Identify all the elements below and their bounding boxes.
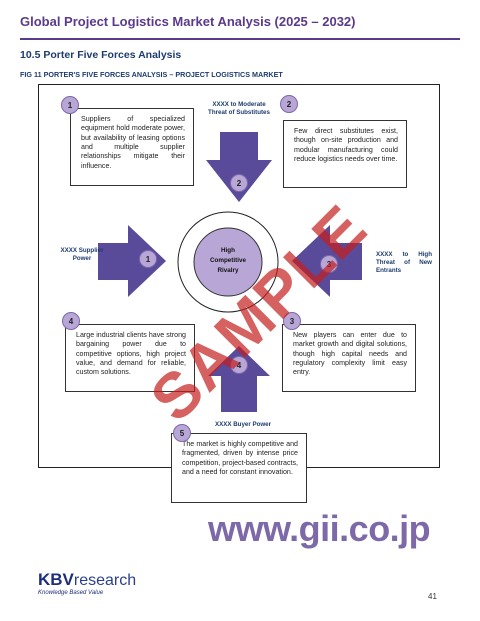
center-line-3: Rivalry [217, 266, 239, 274]
center-line-1: High [221, 247, 235, 254]
center-rivalry-label: High Competitive Rivalry [205, 246, 251, 275]
logo-suffix-text: research [73, 572, 137, 589]
title-divider [20, 38, 460, 40]
force-box-1-badge: 1 [61, 96, 79, 114]
arrow-badge-left: 1 [139, 250, 157, 268]
force-box-4-badge: 4 [62, 312, 80, 330]
outer-ring [177, 211, 279, 313]
figure-caption: FIG 11 PORTER'S FIVE FORCES ANALYSIS – P… [20, 70, 283, 79]
force-box-1-text: Suppliers of specialized equipment hold … [81, 115, 185, 170]
force-box-2-text: Few direct substitutes exist, though on-… [294, 127, 398, 164]
supplier-power-label: XXXX Supplier Power [60, 247, 104, 262]
logo-main-text: KBV [38, 570, 74, 589]
url-watermark: www.gii.co.jp [208, 508, 431, 549]
force-box-1: Suppliers of specialized equipment hold … [70, 108, 194, 186]
force-box-5: The market is highly competitive and fra… [171, 433, 307, 503]
supplier-arrow [98, 225, 166, 297]
arrow-badge-top: 2 [230, 174, 248, 192]
rivalry-circle [193, 227, 263, 297]
arrow-badge-right: 3 [320, 255, 338, 273]
center-line-2: Competitive [209, 256, 247, 264]
arrow-badge-bottom: 4 [230, 356, 248, 374]
buyer-power-label: XXXX Buyer Power [214, 421, 272, 428]
force-box-4: Large industrial clients have strong bar… [65, 324, 195, 392]
force-box-2: Few direct substitutes exist, though on-… [283, 120, 407, 188]
kbv-research-logo: KBVresearch Knowledge Based Value [38, 570, 136, 596]
buyer-arrow [208, 346, 270, 412]
document-title: Global Project Logistics Market Analysis… [20, 14, 356, 29]
section-heading: 10.5 Porter Five Forces Analysis [20, 49, 182, 61]
force-box-3-text: New players can enter due to market grow… [293, 331, 407, 377]
force-box-3: New players can enter due to market grow… [282, 324, 416, 392]
substitutes-threat-label: XXXX to Moderate Threat of Substitutes [208, 101, 270, 116]
force-box-5-badge: 5 [173, 424, 191, 442]
page-number: 41 [428, 592, 437, 601]
force-box-3-badge: 3 [283, 312, 301, 330]
new-entrants-threat-label: XXXX to High Threat of New Entrants [376, 251, 432, 274]
substitutes-arrow [206, 132, 272, 202]
force-box-4-text: Large industrial clients have strong bar… [76, 331, 186, 377]
force-box-2-badge: 2 [280, 95, 298, 113]
logo-tagline: Knowledge Based Value [38, 590, 104, 596]
force-box-5-text: The market is highly competitive and fra… [182, 440, 298, 477]
